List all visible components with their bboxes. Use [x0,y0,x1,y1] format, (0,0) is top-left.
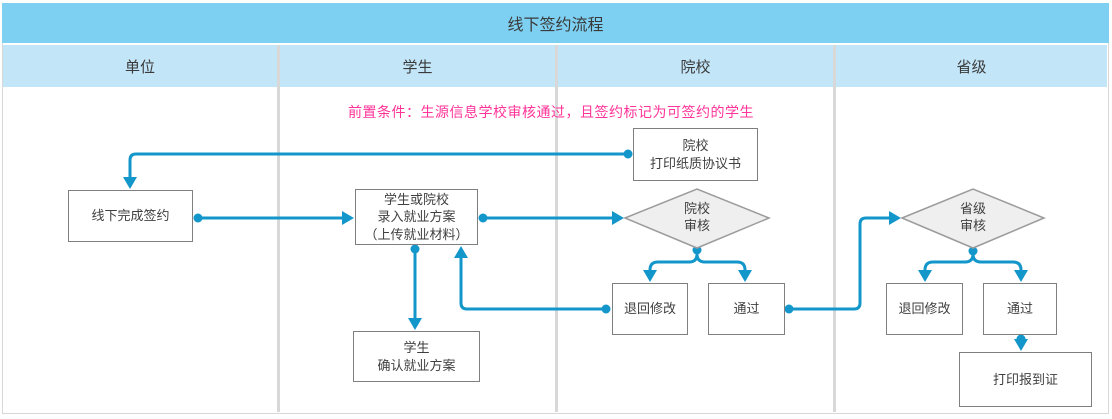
node-offline-sign: 线下完成签约 [68,190,193,242]
lane-label: 省级 [956,58,987,76]
node-college-pass: 通过 [708,283,785,335]
lane-label: 院校 [680,58,711,76]
lane-label: 单位 [124,58,155,76]
lane-label: 学生 [402,58,433,76]
node-confirm-plan: 学生 确认就业方案 [353,331,480,382]
node-college-review-label: 院校 审核 [683,201,710,233]
lane-header-student: 学生 [280,45,555,87]
lane-divider [277,45,280,412]
lane-header-college: 院校 [558,45,833,87]
node-print-cert: 打印报到证 [959,352,1092,407]
lane-divider [833,45,836,412]
lane-header-province: 省级 [836,45,1107,87]
node-enter-plan: 学生或院校 录入就业方案 （上传就业材料） [355,189,478,245]
diagram-title-bar: 线下签约流程 [2,3,1109,43]
node-print-agreement: 院校 打印纸质协议书 [633,128,758,181]
precondition-note: 前置条件：生源信息学校审核通过，且签约标记为可签约的学生 [348,104,754,120]
node-province-return: 退回修改 [886,283,963,335]
lane-header-unit: 单位 [3,45,277,87]
lane-divider [555,45,558,412]
node-college-return: 退回修改 [612,283,688,335]
page-title: 线下签约流程 [507,17,604,34]
node-province-pass: 通过 [983,283,1057,335]
node-province-review-label: 省级 审核 [959,201,986,233]
